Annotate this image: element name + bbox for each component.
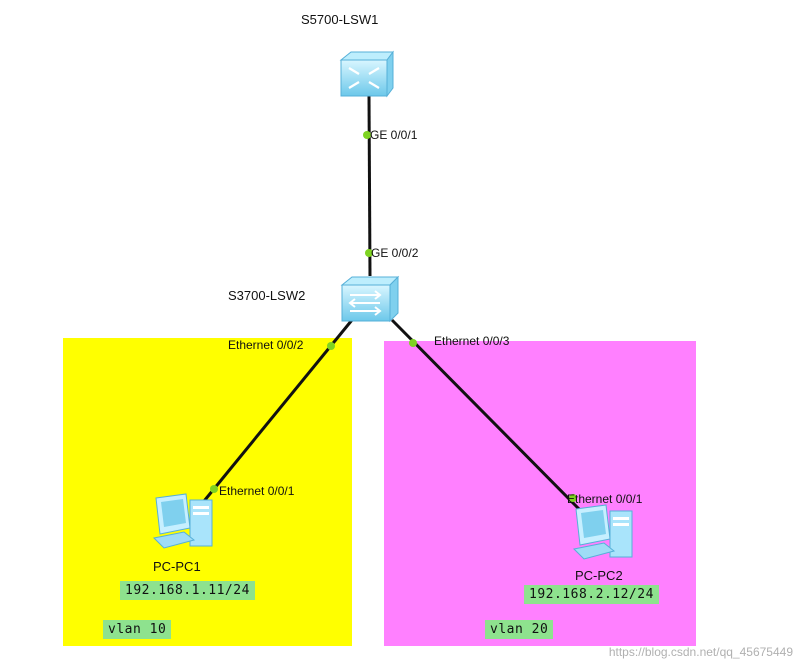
lsw2-eth002-label: Ethernet 0/0/2: [228, 338, 304, 352]
s3700-switch[interactable]: [340, 275, 400, 323]
vlan20-label: vlan 20: [485, 620, 554, 639]
pc2-ip-tag: 192.168.2.12/24: [524, 585, 659, 604]
lsw1-label: S5700-LSW1: [301, 12, 379, 27]
pc2-eth001-label: Ethernet 0/0/1: [567, 492, 643, 506]
port-dot-pc1-eth001: [210, 485, 218, 493]
lsw1-ge001-label: GE 0/0/1: [370, 128, 418, 142]
pc1-device[interactable]: [150, 490, 216, 552]
lsw2-eth003-label: Ethernet 0/0/3: [434, 334, 510, 348]
pc-icon: [152, 493, 213, 549]
pc2-label: PC-PC2: [575, 568, 623, 583]
link-lsw2-pc2[interactable]: [390, 318, 582, 512]
port-dot-pc2-eth001: [569, 494, 577, 502]
lsw2-ge002-label: GE 0/0/2: [371, 246, 419, 260]
pc1-ip-tag: 192.168.1.11/24: [120, 581, 255, 600]
pc1-eth001-label: Ethernet 0/0/1: [219, 484, 295, 498]
port-dot-lsw2-eth003: [409, 339, 417, 347]
s5700-switch[interactable]: [335, 50, 395, 98]
link-lsw1-lsw2[interactable]: [367, 95, 372, 277]
watermark: https://blog.csdn.net/qq_45675449: [608, 645, 793, 659]
port-dot-lsw1-ge001: [363, 131, 371, 139]
switch-icon: [340, 275, 400, 323]
pc-icon: [572, 504, 633, 560]
link-lsw2-pc1[interactable]: [198, 319, 354, 507]
port-dot-lsw2-ge002: [365, 249, 373, 257]
pc1-label: PC-PC1: [153, 559, 201, 574]
pc2-device[interactable]: [570, 501, 636, 563]
l3-switch-icon: [339, 50, 394, 98]
vlan10-label: vlan 10: [103, 620, 172, 639]
lsw2-label: S3700-LSW2: [228, 288, 306, 303]
port-dot-lsw2-eth002: [327, 342, 335, 350]
